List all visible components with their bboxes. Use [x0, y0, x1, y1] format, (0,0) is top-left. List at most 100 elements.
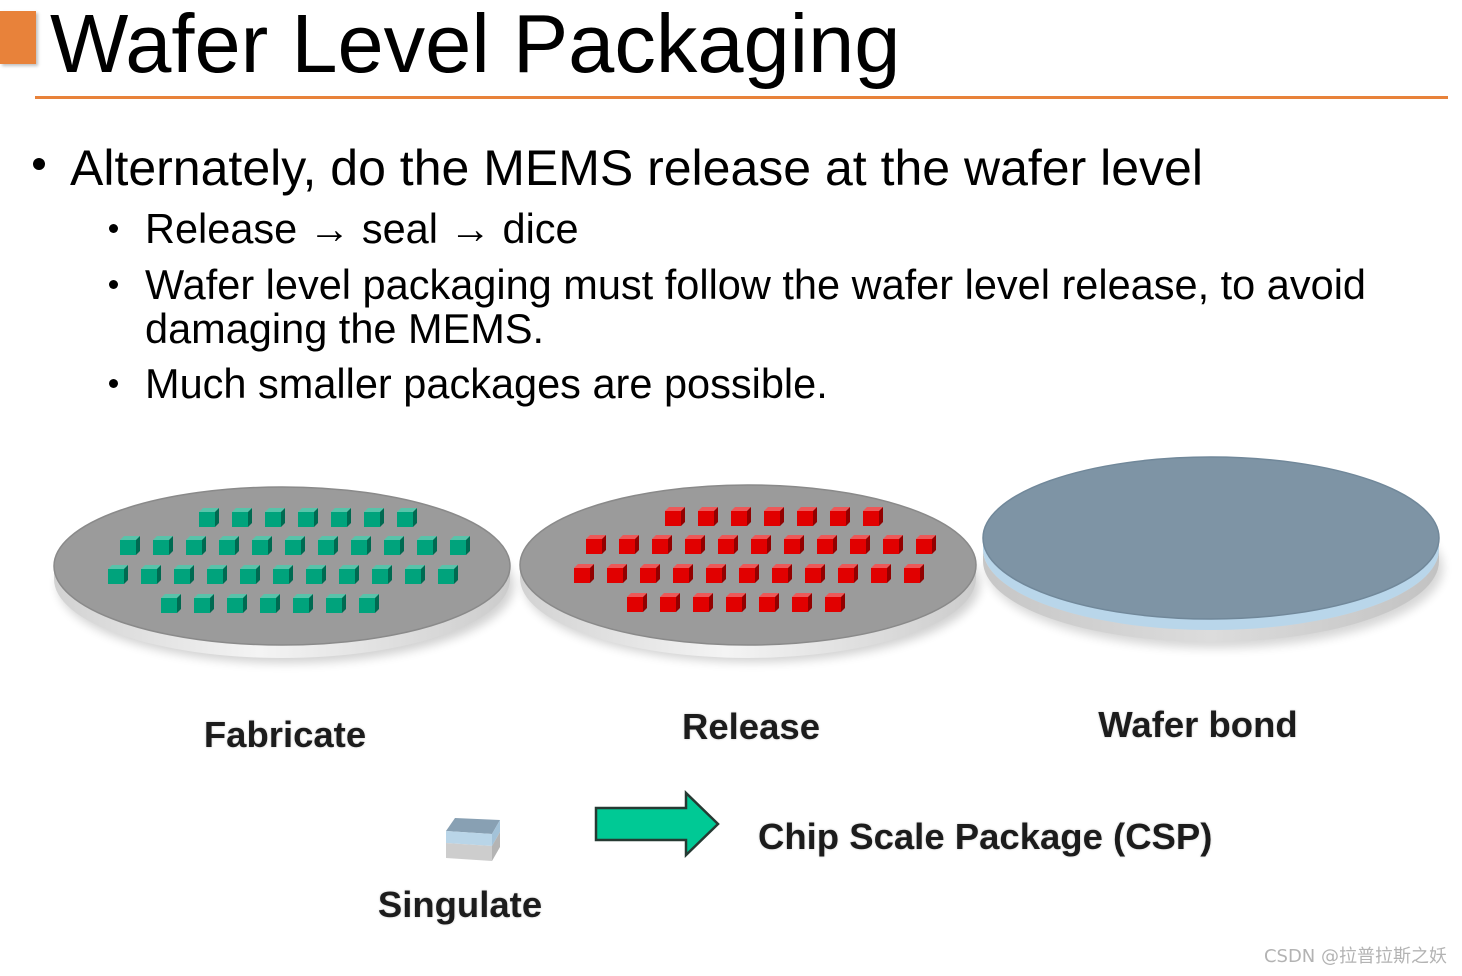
die-top-face	[260, 594, 280, 598]
die-front-face	[199, 512, 215, 527]
red-die	[652, 535, 672, 554]
die-top-face	[838, 564, 858, 568]
green-die	[161, 594, 181, 613]
die-top-face	[417, 536, 437, 540]
die-front-face	[739, 568, 755, 583]
die-front-face	[586, 539, 602, 554]
green-die	[450, 536, 470, 555]
die-front-face	[619, 539, 635, 554]
green-die	[199, 508, 219, 527]
die-top-face	[685, 535, 705, 539]
sub-bullet-item: Wafer level packaging must follow the wa…	[109, 262, 1430, 351]
die-side-face	[223, 565, 227, 584]
die-front-face	[817, 539, 833, 554]
green-die	[339, 565, 359, 584]
die-top-face	[359, 594, 379, 598]
die-front-face	[417, 540, 433, 555]
die-top-face	[207, 565, 227, 569]
die-top-face	[698, 507, 718, 511]
red-die	[607, 564, 627, 583]
chip-top-face	[446, 818, 500, 834]
die-side-face	[846, 507, 850, 526]
die-top-face	[186, 536, 206, 540]
die-side-face	[676, 593, 680, 612]
die-front-face	[265, 512, 281, 527]
die-front-face	[863, 511, 879, 526]
die-front-face	[174, 569, 190, 584]
die-front-face	[207, 569, 223, 584]
die-side-face	[734, 535, 738, 554]
die-top-face	[351, 536, 371, 540]
die-side-face	[623, 564, 627, 583]
red-die	[706, 564, 726, 583]
green-die	[232, 508, 252, 527]
die-front-face	[627, 597, 643, 612]
die-front-face	[298, 512, 314, 527]
die-side-face	[169, 536, 173, 555]
die-side-face	[433, 536, 437, 555]
die-front-face	[273, 569, 289, 584]
die-top-face	[574, 564, 594, 568]
die-front-face	[339, 569, 355, 584]
die-side-face	[833, 535, 837, 554]
green-die	[174, 565, 194, 584]
sub-bullet-text: Much smaller packages are possible.	[145, 360, 828, 407]
die-top-face	[450, 536, 470, 540]
green-die	[384, 536, 404, 555]
right-arrow-icon	[594, 790, 720, 858]
die-side-face	[920, 564, 924, 583]
die-front-face	[825, 597, 841, 612]
die-side-face	[709, 593, 713, 612]
red-die	[640, 564, 660, 583]
die-side-face	[309, 594, 313, 613]
die-side-face	[635, 535, 639, 554]
die-side-face	[854, 564, 858, 583]
die-top-face	[652, 535, 672, 539]
die-side-face	[821, 564, 825, 583]
green-die	[351, 536, 371, 555]
wafer-release	[519, 484, 980, 662]
red-die	[797, 507, 817, 526]
die-array	[108, 508, 470, 613]
die-top-face	[232, 508, 252, 512]
die-top-face	[153, 536, 173, 540]
die-top-face	[825, 593, 845, 597]
die-top-face	[331, 508, 351, 512]
die-front-face	[153, 540, 169, 555]
die-side-face	[643, 593, 647, 612]
die-top-face	[797, 507, 817, 511]
die-top-face	[607, 564, 627, 568]
red-die	[627, 593, 647, 612]
die-front-face	[306, 569, 322, 584]
die-side-face	[177, 594, 181, 613]
die-front-face	[850, 539, 866, 554]
die-side-face	[879, 507, 883, 526]
die-front-face	[108, 569, 124, 584]
die-front-face	[285, 540, 301, 555]
green-die	[331, 508, 351, 527]
die-top-face	[199, 508, 219, 512]
red-die	[817, 535, 837, 554]
die-side-face	[775, 593, 779, 612]
die-front-face	[293, 598, 309, 613]
die-side-face	[248, 508, 252, 527]
die-front-face	[660, 597, 676, 612]
die-side-face	[136, 536, 140, 555]
sub-bullet-item: Release → seal → dice	[109, 207, 1430, 251]
die-top-face	[364, 508, 384, 512]
die-side-face	[800, 535, 804, 554]
die-top-face	[397, 508, 417, 512]
red-die	[764, 507, 784, 526]
red-die	[850, 535, 870, 554]
die-front-face	[718, 539, 734, 554]
green-die	[108, 565, 128, 584]
die-top-face	[306, 565, 326, 569]
die-top-face	[718, 535, 738, 539]
die-side-face	[256, 565, 260, 584]
die-side-face	[314, 508, 318, 527]
red-die	[619, 535, 639, 554]
die-front-face	[318, 540, 334, 555]
red-die	[759, 593, 779, 612]
die-top-face	[660, 593, 680, 597]
